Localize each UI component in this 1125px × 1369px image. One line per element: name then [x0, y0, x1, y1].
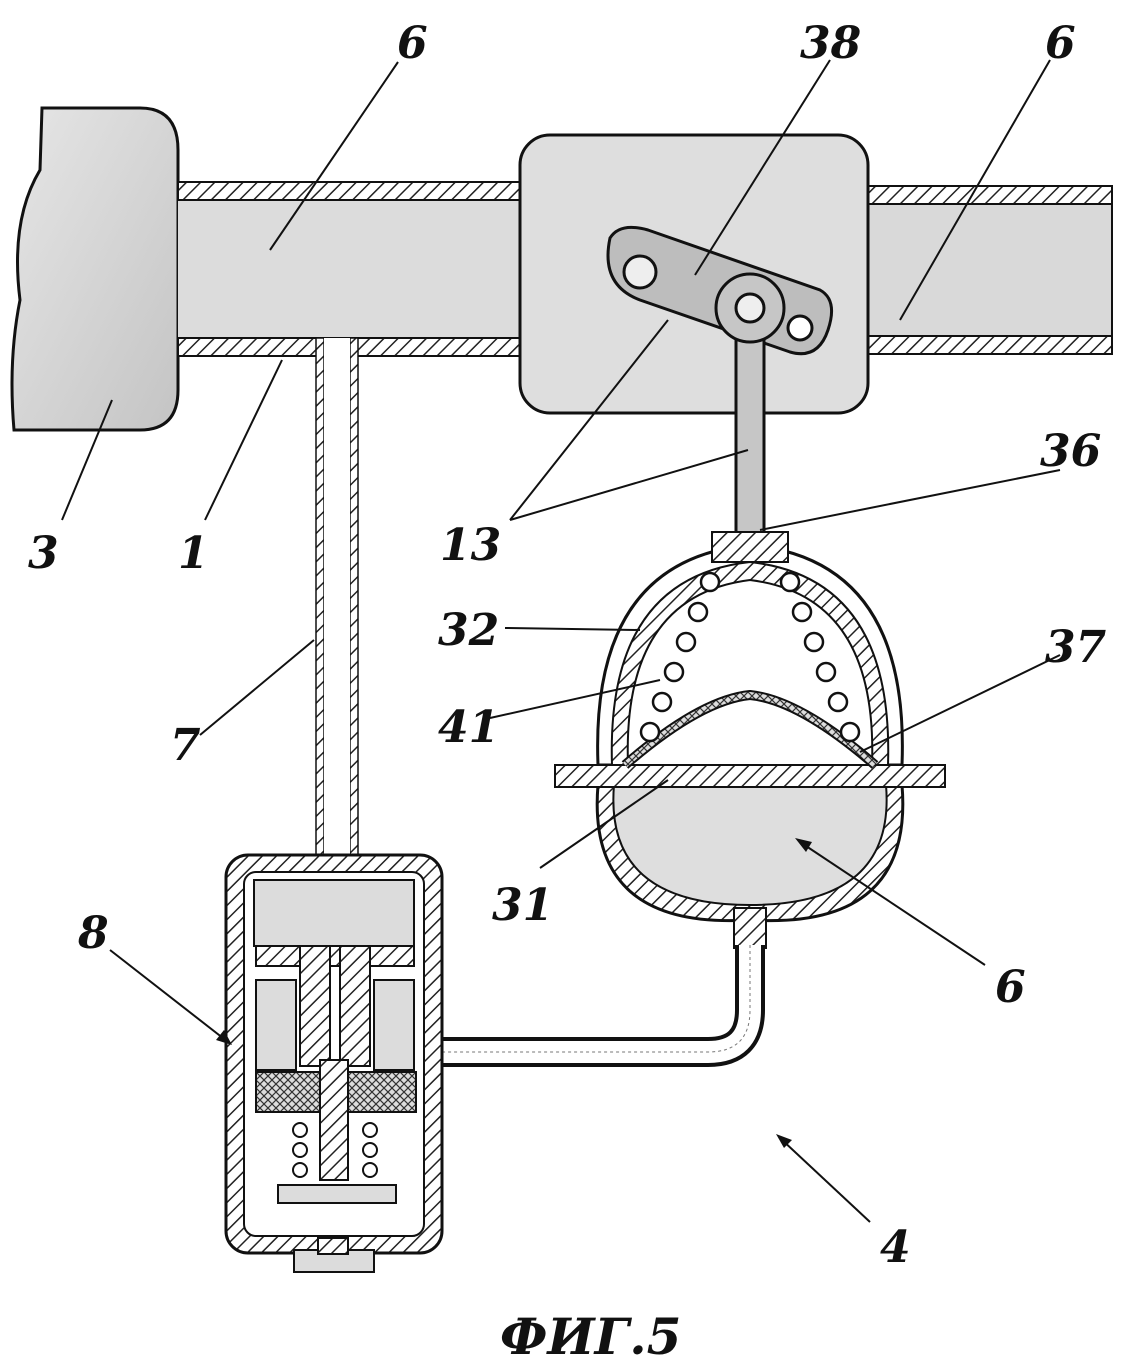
figure-caption: ФИГ.5 — [500, 1307, 681, 1366]
label-pipe-top-right: 6 — [1045, 18, 1076, 69]
label-chamber-32: 32 — [438, 605, 499, 656]
body-3 — [12, 108, 178, 430]
label-diaphragm-37: 37 — [1045, 622, 1107, 673]
bypass-pipe — [412, 945, 750, 1052]
label-pipe-top-left: 6 — [397, 18, 428, 69]
valve-8 — [226, 855, 442, 1272]
label-wall-1: 1 — [178, 528, 209, 579]
label-line-7: 7 — [170, 720, 201, 771]
label-lever-13: 13 — [440, 520, 501, 571]
label-spring-41: 41 — [438, 702, 499, 753]
label-chamber-6: 6 — [995, 962, 1026, 1013]
line-7 — [316, 338, 358, 870]
label-rod-36: 36 — [1040, 426, 1101, 477]
label-chamber-31: 31 — [492, 880, 553, 931]
label-body-3: 3 — [28, 528, 59, 579]
label-lever-38: 38 — [800, 18, 861, 69]
label-device-4: 4 — [880, 1222, 911, 1273]
label-valve-8: 8 — [77, 908, 109, 959]
